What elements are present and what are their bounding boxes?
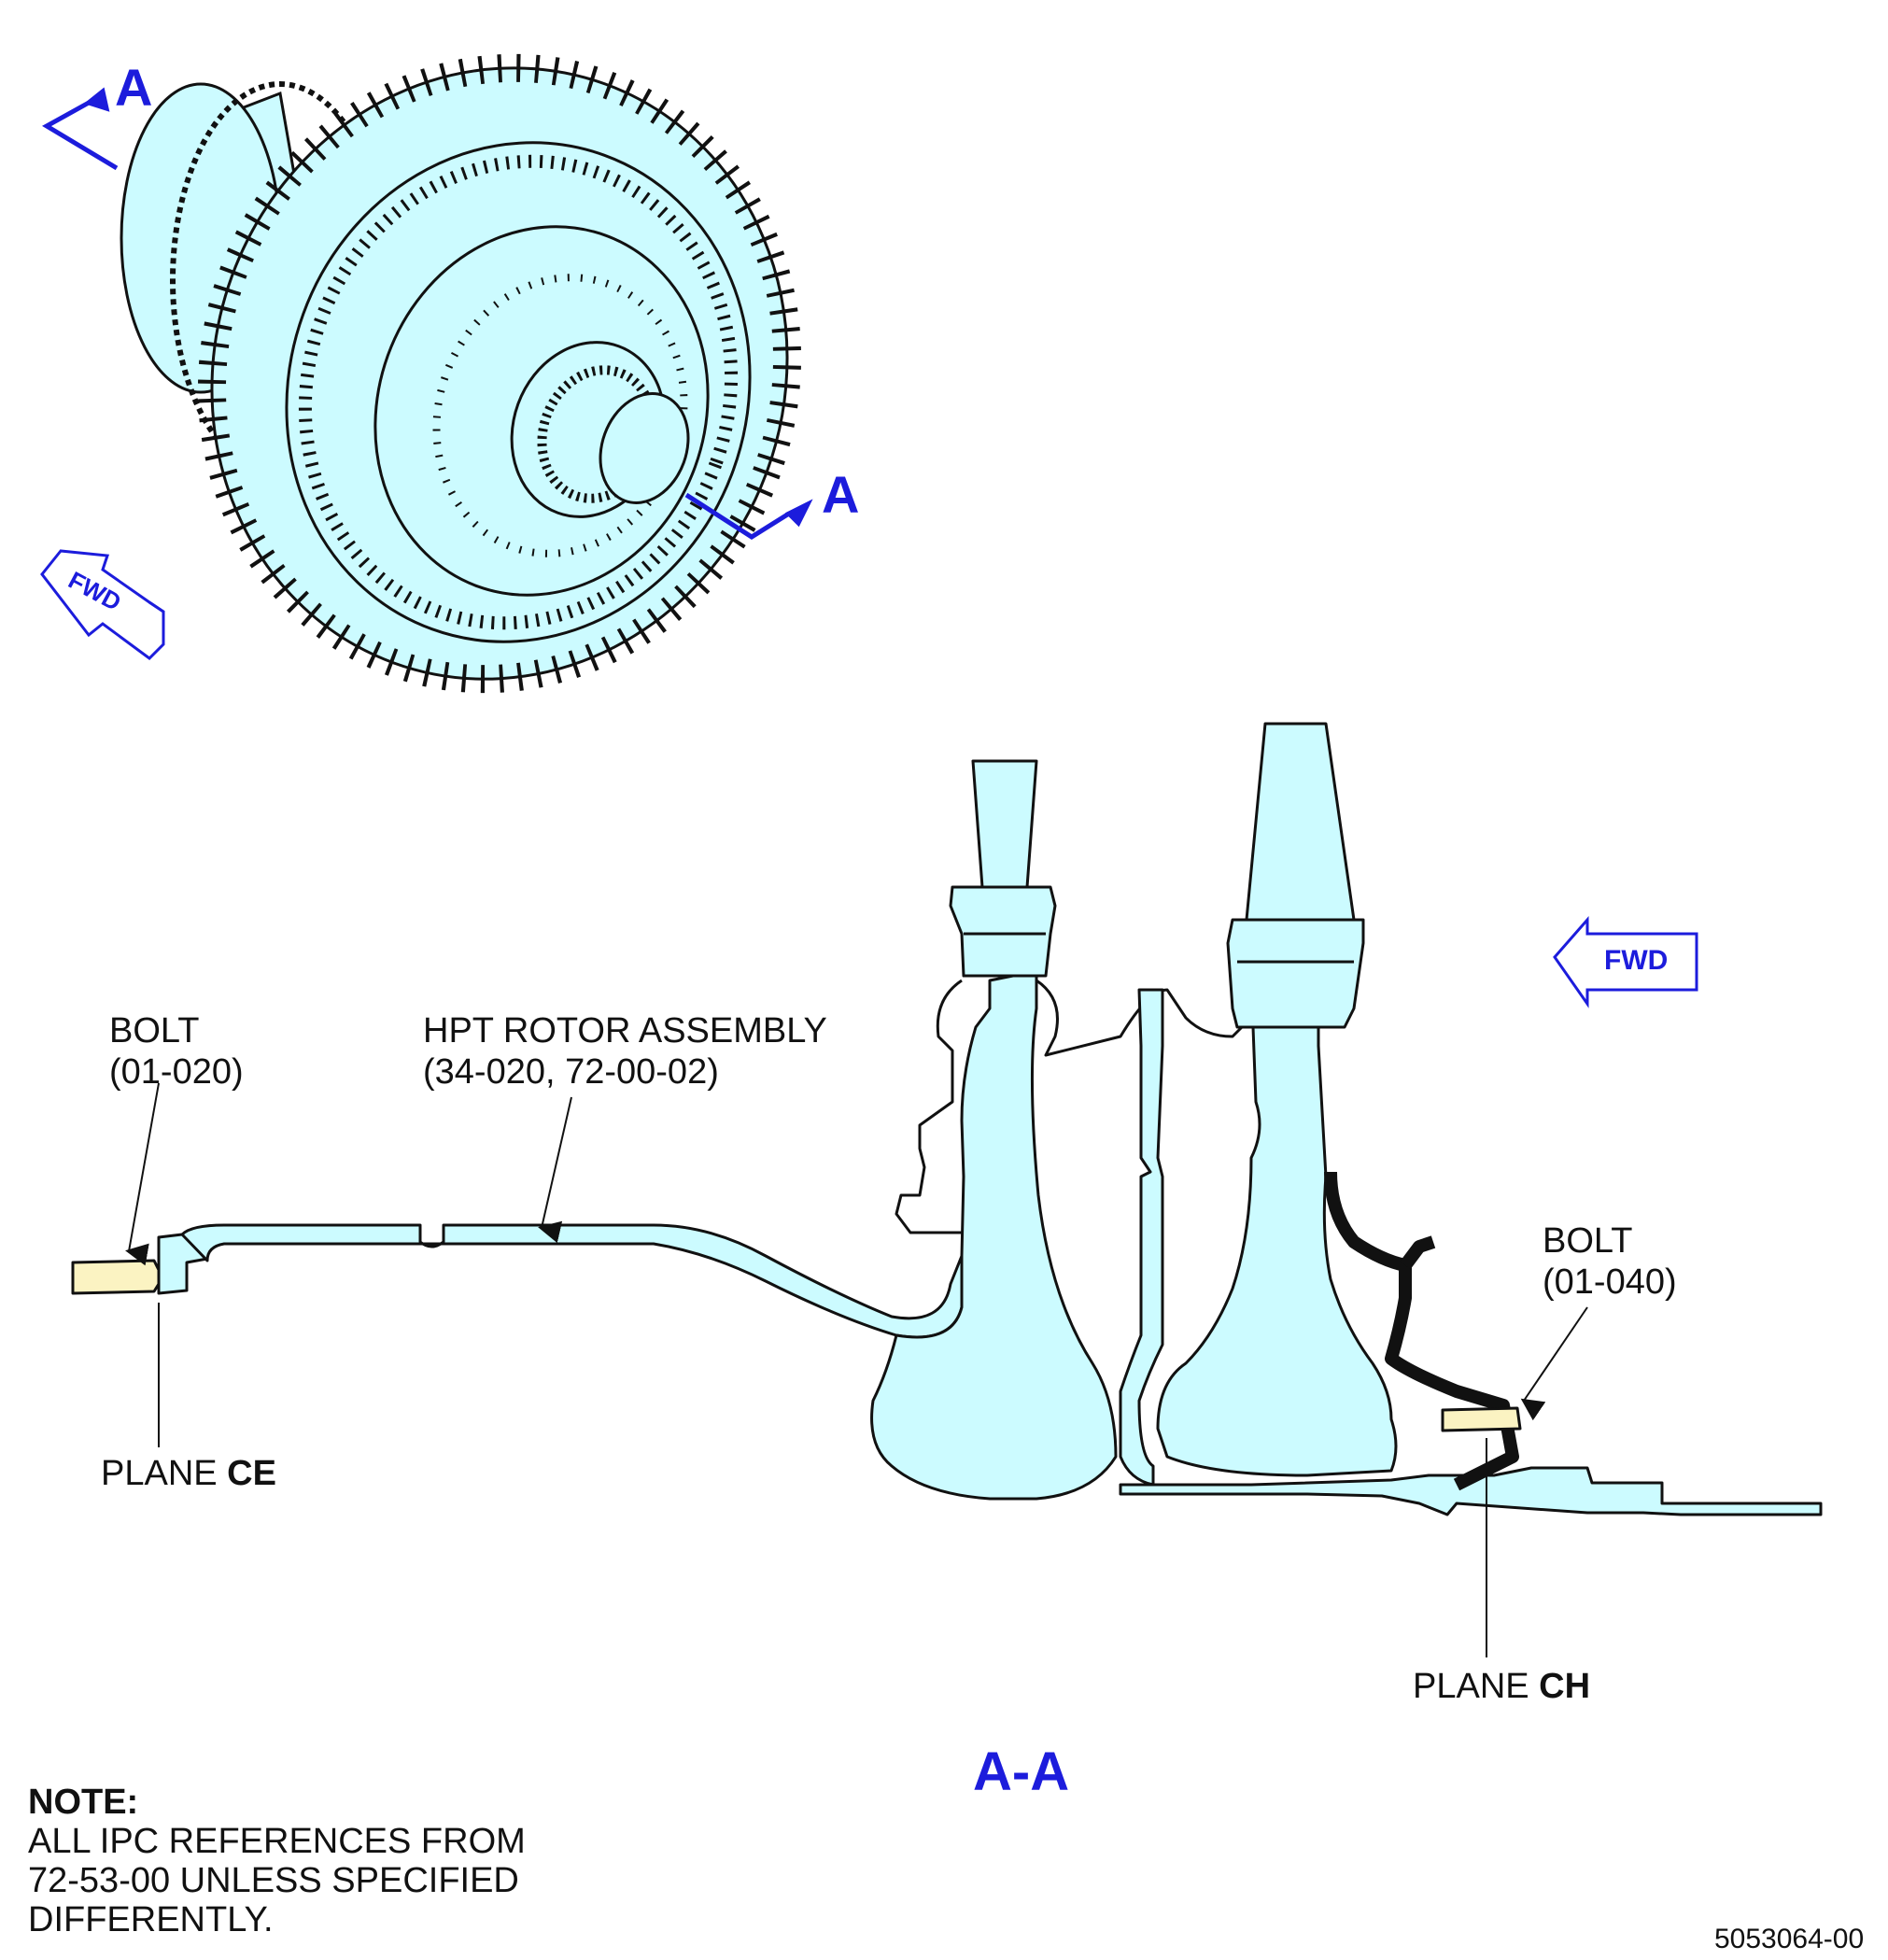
callout-plane-ce: PLANE CE xyxy=(101,1453,276,1494)
callout-bolt-left-ref: (01-020) xyxy=(109,1052,244,1092)
plane-ce-prefix: PLANE xyxy=(101,1454,228,1493)
isometric-rotor-view xyxy=(120,53,802,694)
section-title: A-A xyxy=(973,1741,1070,1802)
section-cut-arrow-bottom xyxy=(684,492,813,540)
aft-coupling-stub xyxy=(1400,1235,1436,1270)
bolt-01-020 xyxy=(71,1259,161,1295)
leader-lines xyxy=(125,1082,1588,1657)
plane-ch-code: CH xyxy=(1539,1667,1591,1706)
fwd-label-section: FWD xyxy=(1604,945,1669,976)
fwd-arrow-section xyxy=(1553,916,1698,1008)
note-line-3: DIFFERENTLY. xyxy=(28,1900,274,1939)
hpt-forward-shaft-arm xyxy=(180,1223,964,1339)
stage1-forward-seal-arm xyxy=(895,979,963,1234)
aft-coupling-arm xyxy=(1324,1171,1519,1491)
plane-ch-prefix: PLANE xyxy=(1413,1667,1540,1706)
stage2-blade xyxy=(1245,722,1356,922)
callout-plane-ch: PLANE CH xyxy=(1413,1666,1590,1707)
plane-ce-code: CE xyxy=(227,1454,276,1493)
interstage-seal xyxy=(1119,988,1164,1487)
figure-id: 5053064-00 xyxy=(1714,1924,1865,1954)
section-a-a-view xyxy=(71,722,1823,1516)
stage2-platform xyxy=(1226,918,1365,1029)
callout-bolt-right-name: BOLT xyxy=(1543,1221,1633,1261)
section-marker-bottom: A xyxy=(822,465,860,524)
stage1-blade xyxy=(971,759,1038,889)
section-cut-arrow-top xyxy=(42,87,119,171)
stage1-disk xyxy=(870,969,1118,1501)
callout-hpt-rotor-ref: (34-020, 72-00-02) xyxy=(423,1052,719,1092)
stage1-platform xyxy=(949,885,1057,978)
stage2-disk xyxy=(1156,1025,1398,1477)
fwd-arrow-isometric xyxy=(40,549,165,660)
rotor-inner-rim-slots xyxy=(298,154,739,630)
note-title: NOTE: xyxy=(28,1783,139,1822)
bolt-01-040 xyxy=(1441,1406,1522,1432)
section-marker-top: A xyxy=(115,58,153,117)
callout-bolt-right-ref: (01-040) xyxy=(1543,1262,1677,1302)
callout-bolt-left-name: BOLT xyxy=(109,1011,200,1051)
callout-hpt-rotor-name: HPT ROTOR ASSEMBLY xyxy=(423,1011,827,1051)
note-line-1: ALL IPC REFERENCES FROM xyxy=(28,1822,526,1861)
rotor-shaft-end xyxy=(599,392,690,504)
note-line-2: 72-53-00 UNLESS SPECIFIED xyxy=(28,1861,519,1900)
